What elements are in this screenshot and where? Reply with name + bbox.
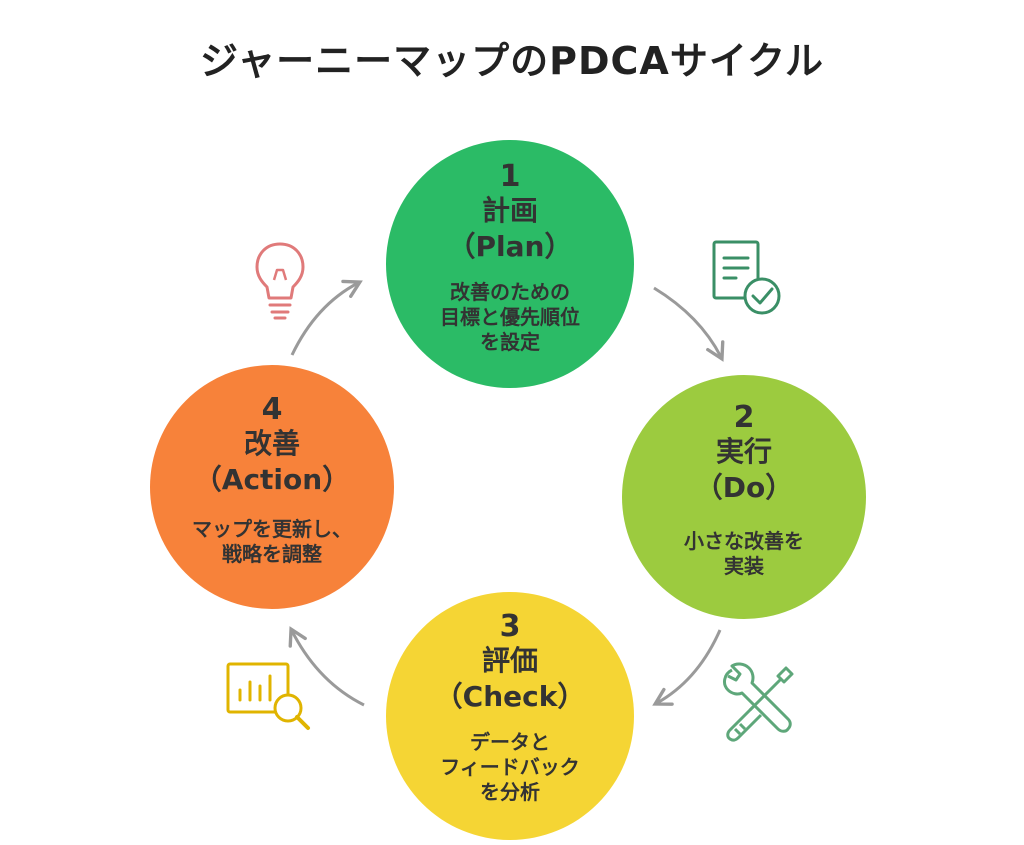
analytics-magnifier-icon xyxy=(224,660,314,740)
do-desc-line: 実装 xyxy=(724,554,764,578)
do-step-english: （Do） xyxy=(694,471,794,504)
plan-step-number: 1 xyxy=(499,159,521,194)
do-step-description: 小さな改善を 実装 xyxy=(684,529,804,579)
check-step-name: 評価 xyxy=(481,644,538,677)
action-step-number: 4 xyxy=(261,392,283,427)
action-step-name: 改善 xyxy=(243,427,300,460)
arrow-action-to-plan xyxy=(290,279,363,356)
plan-step-description: 改善のための 目標と優先順位 を設定 xyxy=(440,280,580,355)
wrench-screwdriver-icon xyxy=(716,660,800,744)
do-step-circle: 2 実行 （Do） 小さな改善を 実装 xyxy=(622,375,866,619)
action-desc-line: マップを更新し、 xyxy=(192,517,352,541)
do-desc-line: 小さな改善を xyxy=(684,529,804,553)
plan-step-english: （Plan） xyxy=(447,230,573,263)
do-step-name: 実行 xyxy=(715,435,772,468)
plan-desc-line: を設定 xyxy=(480,330,540,354)
arrow-plan-to-do xyxy=(653,286,725,362)
check-step-circle: 3 評価 （Check） データと フィードバック を分析 xyxy=(386,592,634,840)
arrow-do-to-check xyxy=(652,629,722,706)
plan-desc-line: 改善のための xyxy=(450,280,570,304)
plan-desc-line: 目標と優先順位 xyxy=(440,305,580,329)
check-step-number: 3 xyxy=(499,609,521,644)
action-step-description: マップを更新し、 戦略を調整 xyxy=(192,517,352,567)
action-step-circle: 4 改善 （Action） マップを更新し、 戦略を調整 xyxy=(150,365,394,609)
action-step-english: （Action） xyxy=(193,463,351,496)
arrow-check-to-action xyxy=(288,626,365,707)
check-step-description: データと フィードバック を分析 xyxy=(440,730,580,805)
plan-step-name: 計画 xyxy=(481,194,538,227)
plan-step-circle: 1 計画 （Plan） 改善のための 目標と優先順位 を設定 xyxy=(386,140,634,388)
check-step-english: （Check） xyxy=(434,680,586,713)
checklist-document-icon xyxy=(706,238,788,320)
lightbulb-icon xyxy=(252,240,308,326)
do-step-number: 2 xyxy=(733,400,755,435)
check-desc-line: フィードバック xyxy=(440,755,580,779)
diagram-title: ジャーニーマップのPDCAサイクル xyxy=(200,39,824,83)
check-desc-line: データと xyxy=(469,730,550,754)
action-desc-line: 戦略を調整 xyxy=(222,542,322,566)
check-desc-line: を分析 xyxy=(479,780,540,804)
